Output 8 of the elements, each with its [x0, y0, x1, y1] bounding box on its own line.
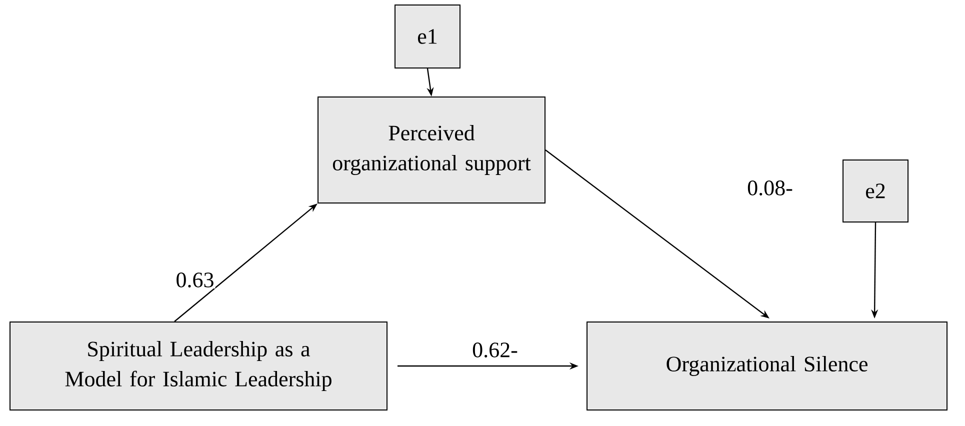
variable-box: e1: [394, 4, 460, 68]
variable-box: Organizational Silence: [586, 322, 948, 410]
variable-box: Perceived organizational support: [318, 96, 546, 204]
edge-label: 0.63: [174, 272, 216, 288]
variable-box: e2: [842, 160, 909, 222]
edge-label: 0.62-: [471, 342, 519, 358]
variable-box: Spiritual Leadership as a Model for Islamic Leadership: [10, 322, 388, 410]
edge-label: 0.08-: [746, 180, 794, 196]
